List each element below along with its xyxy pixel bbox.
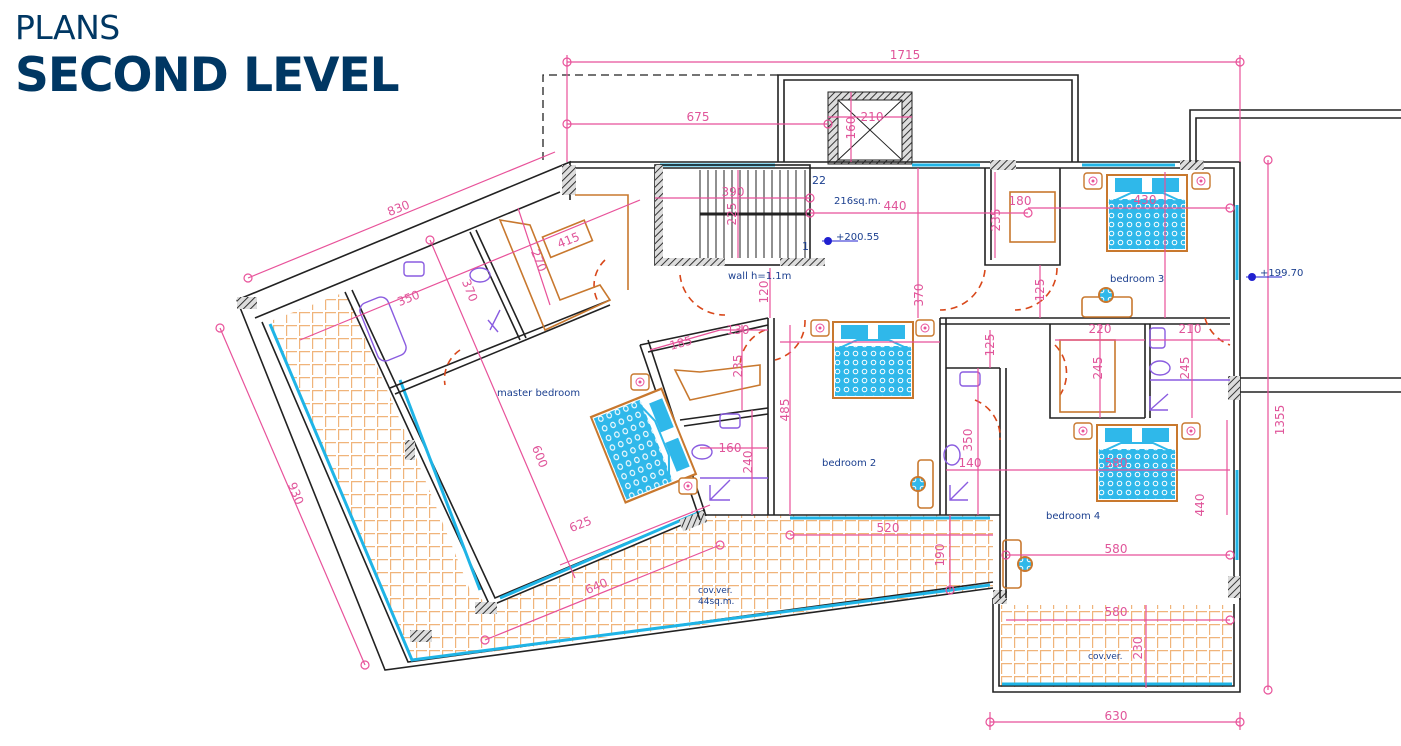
- dimension-label: 240: [741, 451, 755, 474]
- dimension-label: 125: [1033, 279, 1047, 302]
- elevation-marker-icon: [1246, 273, 1282, 281]
- nightstand-icon: [810, 319, 830, 337]
- dimension-label: 630: [1105, 709, 1128, 723]
- room-label-master-bedroom: master bedroom: [497, 388, 580, 399]
- area-label: 216sq.m.: [834, 196, 881, 207]
- terrace-area-label: 44sq.m.: [698, 597, 734, 607]
- toilet-icon: [943, 444, 961, 466]
- room-label-bedroom-4: bedroom 4: [1046, 511, 1100, 522]
- room-label-bedroom-3: bedroom 3: [1110, 274, 1164, 285]
- dimension-label: 235: [731, 355, 745, 378]
- dimension-label: 625: [567, 514, 593, 536]
- dimension-label: 440: [884, 199, 907, 213]
- nightstand-icon: [1083, 172, 1103, 190]
- toilet-icon: [691, 444, 713, 460]
- terrace-label: cov.ver.: [698, 586, 733, 596]
- terrace-main: [268, 292, 993, 662]
- dimension-label: 245: [1178, 357, 1192, 380]
- dimension-label: 1715: [890, 48, 921, 62]
- dimension-label: 580: [1105, 456, 1128, 470]
- plant-icon: [910, 476, 926, 492]
- terrace-right: [1000, 605, 1232, 689]
- shower-icon: [700, 477, 768, 501]
- nightstand-icon: [1073, 422, 1093, 440]
- dimension-label: 930: [285, 480, 307, 506]
- toilet-icon: [1149, 360, 1171, 376]
- nightstand-icon: [1181, 422, 1201, 440]
- dimension-label: 220: [1089, 322, 1112, 336]
- bed-icon: [832, 321, 914, 399]
- stair-top-number: 22: [812, 174, 826, 187]
- sink-icon: [959, 371, 981, 387]
- dimension-label: 225: [725, 203, 739, 226]
- bed-icon: [1106, 174, 1188, 252]
- nightstand-icon: [630, 373, 650, 391]
- wall-note: wall h=1.1m: [728, 271, 791, 282]
- dimension-label: 580: [1105, 605, 1128, 619]
- dimension-label: 125: [983, 334, 997, 357]
- shower-icon: [949, 481, 969, 501]
- dimension-lines: [219, 55, 1269, 730]
- dimension-label: 675: [687, 110, 710, 124]
- level-title: SECOND LEVEL: [15, 48, 400, 103]
- toilet-icon: [469, 267, 491, 283]
- nightstand-icon: [678, 477, 698, 495]
- dimension-label: 160: [844, 117, 858, 140]
- stair-bottom-number: 1: [802, 240, 809, 253]
- sink-icon: [1149, 327, 1166, 349]
- dimension-label: 485: [778, 399, 792, 422]
- dimension-label: 520: [877, 521, 900, 535]
- terrace-label: cov.ver.: [1088, 652, 1123, 662]
- dimension-label: 185: [668, 333, 694, 352]
- dimension-markers: [215, 57, 1273, 727]
- dimension-label: 210: [861, 110, 884, 124]
- dimension-label: 160: [719, 441, 742, 455]
- dimension-label: 1355: [1273, 405, 1287, 436]
- dimension-label: 210: [1179, 322, 1202, 336]
- dimension-label: 120: [757, 281, 771, 304]
- dimension-label: 190: [933, 544, 947, 567]
- dimension-label: 130: [727, 323, 750, 337]
- elevation-marker-icon: [822, 237, 858, 245]
- dimension-label: 440: [1193, 494, 1207, 517]
- dimension-label: 430: [1134, 193, 1157, 207]
- elevation-label: +200.55: [836, 232, 879, 243]
- shower-icon: [1149, 393, 1169, 411]
- dimension-label: 390: [722, 185, 745, 199]
- dimension-label: 600: [529, 443, 551, 469]
- plans-title: PLANS: [15, 8, 120, 47]
- dimension-label: 235: [989, 209, 1003, 232]
- dimension-label: 140: [959, 456, 982, 470]
- dimension-label: 580: [1105, 542, 1128, 556]
- nightstand-icon: [1191, 172, 1211, 190]
- shower-icon: [487, 309, 501, 333]
- stair-icon: [654, 164, 825, 266]
- dimension-label: 830: [385, 198, 411, 220]
- dimension-label: 370: [912, 284, 926, 307]
- dimension-label: 245: [1091, 357, 1105, 380]
- bathtub-icon: [359, 296, 407, 362]
- room-label-bedroom-2: bedroom 2: [822, 458, 876, 469]
- dimension-label: 230: [1131, 637, 1145, 660]
- sink-icon: [719, 413, 741, 429]
- dimension-label: 270: [528, 247, 550, 273]
- elevation-label: +199.70: [1260, 268, 1303, 279]
- plant-icon: [1017, 556, 1033, 572]
- dimension-label: 180: [1009, 194, 1032, 208]
- dimension-label: 350: [961, 429, 975, 452]
- plant-icon: [1098, 287, 1114, 303]
- dimension-label: 350: [395, 288, 421, 310]
- nightstand-icon: [915, 319, 935, 337]
- sink-icon: [403, 261, 425, 277]
